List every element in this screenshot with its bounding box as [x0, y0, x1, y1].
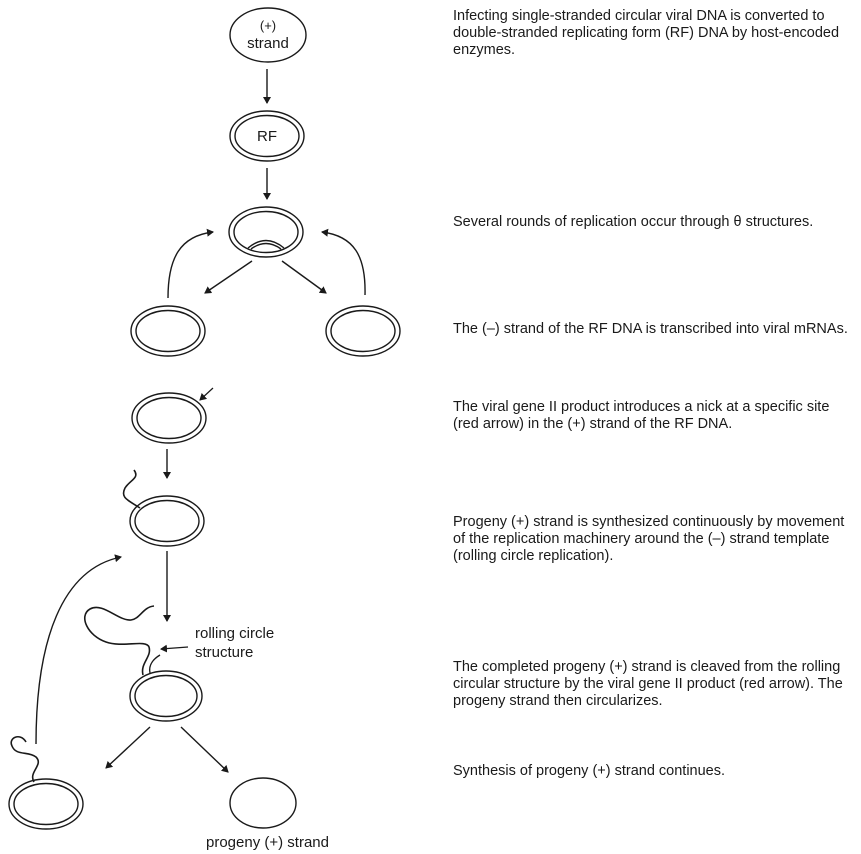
rolling-circle-early	[122, 469, 205, 547]
nicked-rf-circle	[131, 392, 207, 444]
step-5-description: Progeny (+) strand is synthesized contin…	[453, 514, 845, 564]
step-1-description: Infecting single-stranded circular viral…	[453, 8, 840, 58]
arrow-recycle	[35, 554, 122, 745]
arrow-to-progeny	[180, 726, 229, 773]
step-3-description: The (–) strand of the RF DNA is transcri…	[453, 321, 848, 337]
arrow-to-continued-synthesis	[105, 726, 151, 769]
rf-label: RF	[257, 128, 277, 145]
continued-synthesis-circle	[8, 735, 84, 830]
arrow-theta-to-left	[204, 260, 253, 294]
rolling-circle-label-line2: structure	[195, 644, 253, 661]
progeny-strand-circle	[229, 777, 297, 829]
cleavage-arrow	[160, 644, 189, 653]
arrow-left-return	[167, 228, 214, 299]
arrow-theta-to-right	[281, 260, 327, 294]
nick-arrow	[199, 387, 214, 401]
plus-strand-word: strand	[247, 35, 289, 52]
step-6-description: The completed progeny (+) strand is clea…	[453, 659, 843, 709]
rf-circle: RF	[229, 110, 305, 162]
plus-strand-symbol: (+)	[260, 18, 276, 33]
rf-copy-right	[325, 305, 401, 357]
progeny-label: progeny (+) strand	[206, 834, 329, 851]
step-2-description: Several rounds of replication occur thro…	[453, 214, 814, 230]
step-4-description: The viral gene II product introduces a n…	[453, 399, 830, 432]
step-7-description: Synthesis of progeny (+) strand continue…	[453, 763, 726, 779]
rolling-circle-structure	[84, 605, 203, 722]
rf-copy-left	[130, 305, 206, 357]
rolling-circle-label-line1: rolling circle	[195, 625, 274, 642]
arrow-right-return	[321, 228, 366, 296]
theta-structure	[228, 206, 304, 258]
plus-strand-circle: (+) strand	[229, 7, 307, 63]
